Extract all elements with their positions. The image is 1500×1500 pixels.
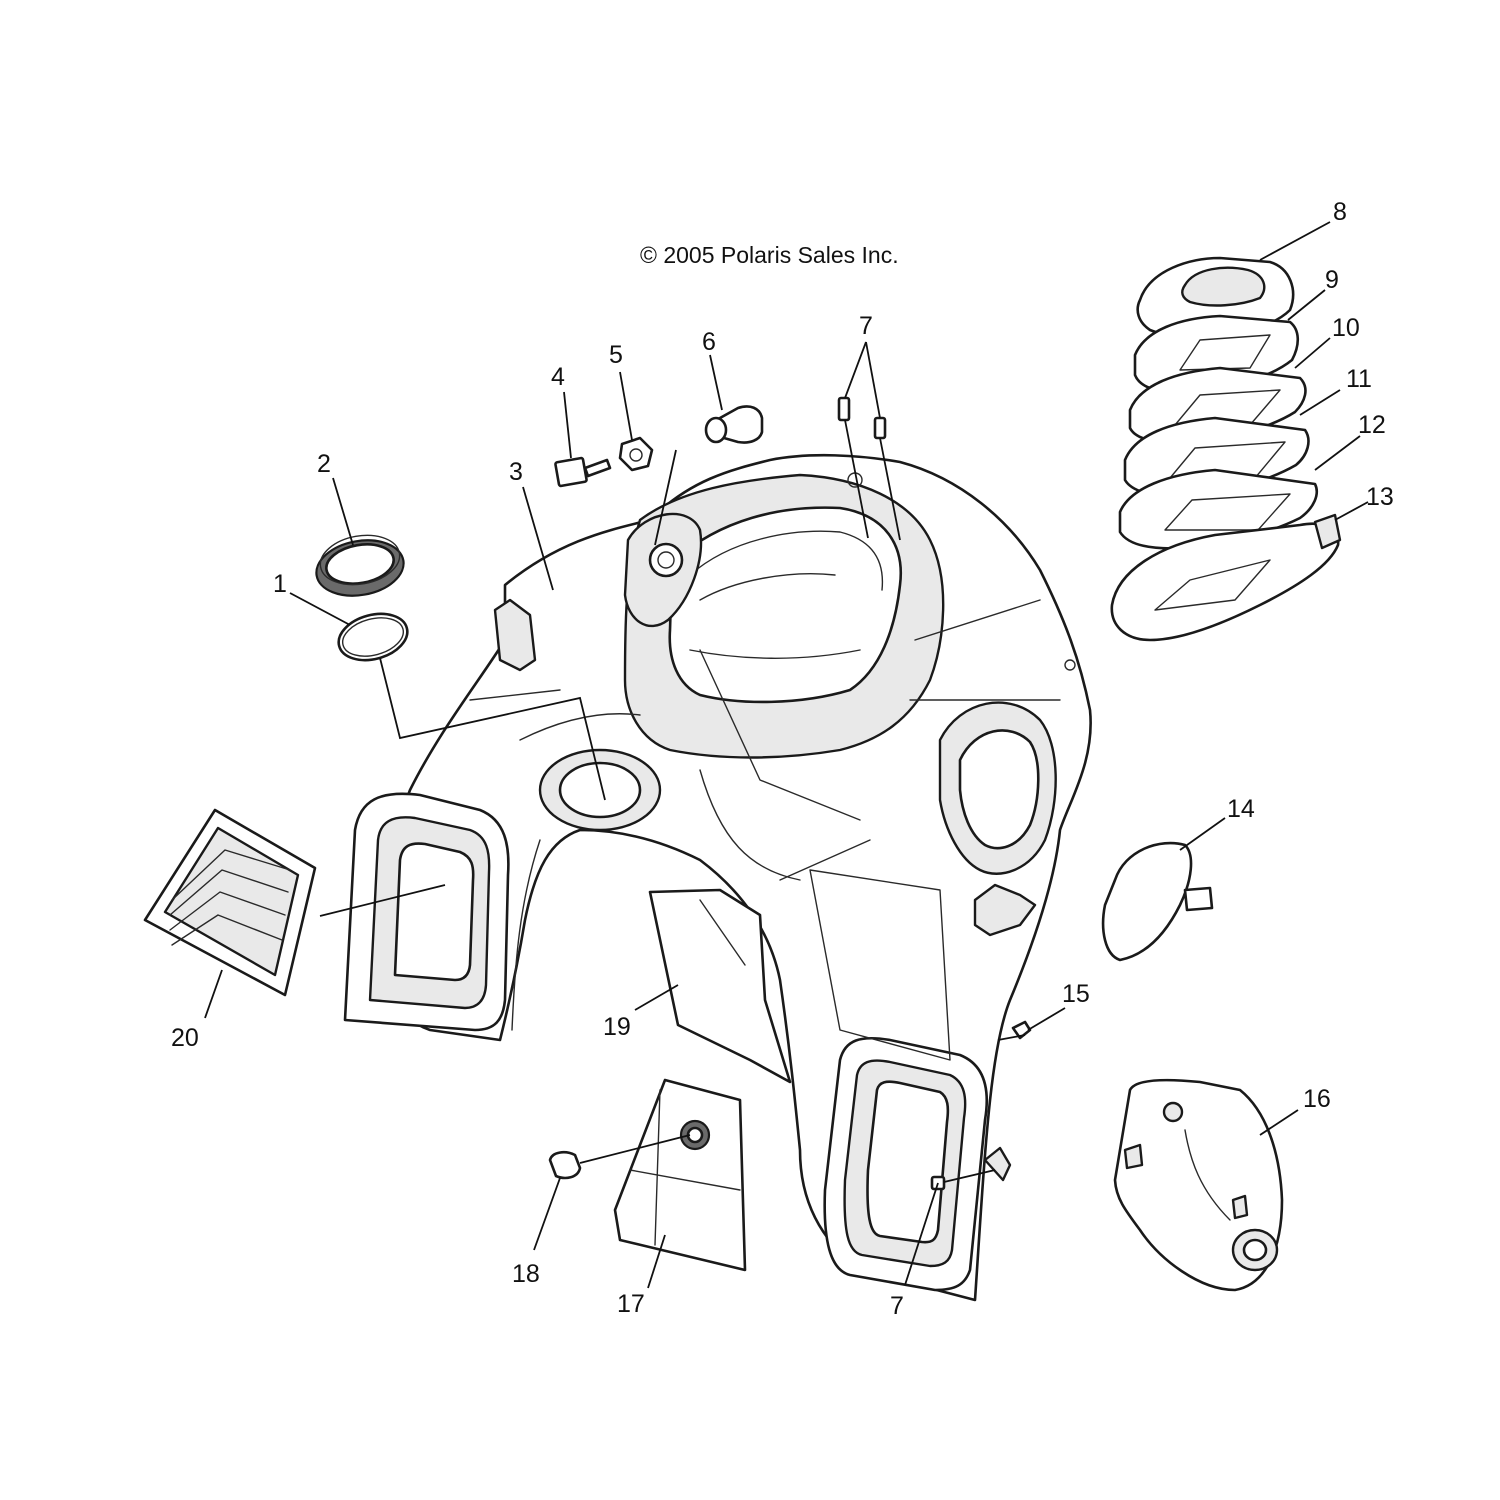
callout-15: 15 — [1062, 980, 1090, 1008]
callout-6: 6 — [702, 328, 716, 356]
callout-13: 13 — [1366, 483, 1394, 511]
callout-8: 8 — [1333, 198, 1347, 226]
callout-20: 20 — [171, 1024, 199, 1052]
part-20-vent-grille[interactable] — [143, 808, 317, 997]
part-3-hood[interactable] — [343, 453, 1092, 1302]
callout-12: 12 — [1358, 411, 1386, 439]
part-6-ignition-switch[interactable] — [704, 405, 764, 444]
part-15-clip[interactable] — [1011, 1020, 1032, 1040]
callout-4: 4 — [551, 363, 565, 391]
part-13-lower-bezel[interactable] — [1110, 513, 1342, 642]
copyright-notice: © 2005 Polaris Sales Inc. — [640, 242, 899, 268]
part-17-access-panel[interactable] — [613, 1078, 747, 1272]
callout-16: 16 — [1303, 1085, 1331, 1113]
callout-14: 14 — [1227, 795, 1255, 823]
callout-7-bottom: 7 — [890, 1292, 904, 1320]
callout-2: 2 — [317, 450, 331, 478]
part-2-filler-ring[interactable] — [312, 529, 408, 602]
callout-labels: 1 2 3 4 5 6 7 8 9 10 11 12 13 14 15 16 1… — [171, 198, 1394, 1320]
callout-10: 10 — [1332, 314, 1360, 342]
callout-9: 9 — [1325, 266, 1339, 294]
callout-5: 5 — [609, 341, 623, 369]
part-1-o-ring[interactable] — [333, 607, 412, 668]
callout-17: 17 — [617, 1290, 645, 1318]
leader-lines — [204, 221, 1369, 1289]
callout-11: 11 — [1346, 365, 1372, 393]
callout-3: 3 — [509, 458, 523, 486]
part-5-nut[interactable] — [618, 436, 654, 472]
callout-7-top: 7 — [859, 312, 873, 340]
callout-19: 19 — [603, 1013, 631, 1041]
part-18-plug[interactable] — [548, 1150, 582, 1180]
part-19-liner[interactable] — [648, 888, 792, 1084]
callout-1: 1 — [273, 570, 287, 598]
part-4-key[interactable] — [554, 456, 612, 488]
part-7-screws-top[interactable] — [837, 396, 887, 440]
part-14-side-cover[interactable] — [1101, 841, 1214, 962]
part-16-storage-box[interactable] — [1113, 1078, 1284, 1292]
callout-18: 18 — [512, 1260, 540, 1288]
